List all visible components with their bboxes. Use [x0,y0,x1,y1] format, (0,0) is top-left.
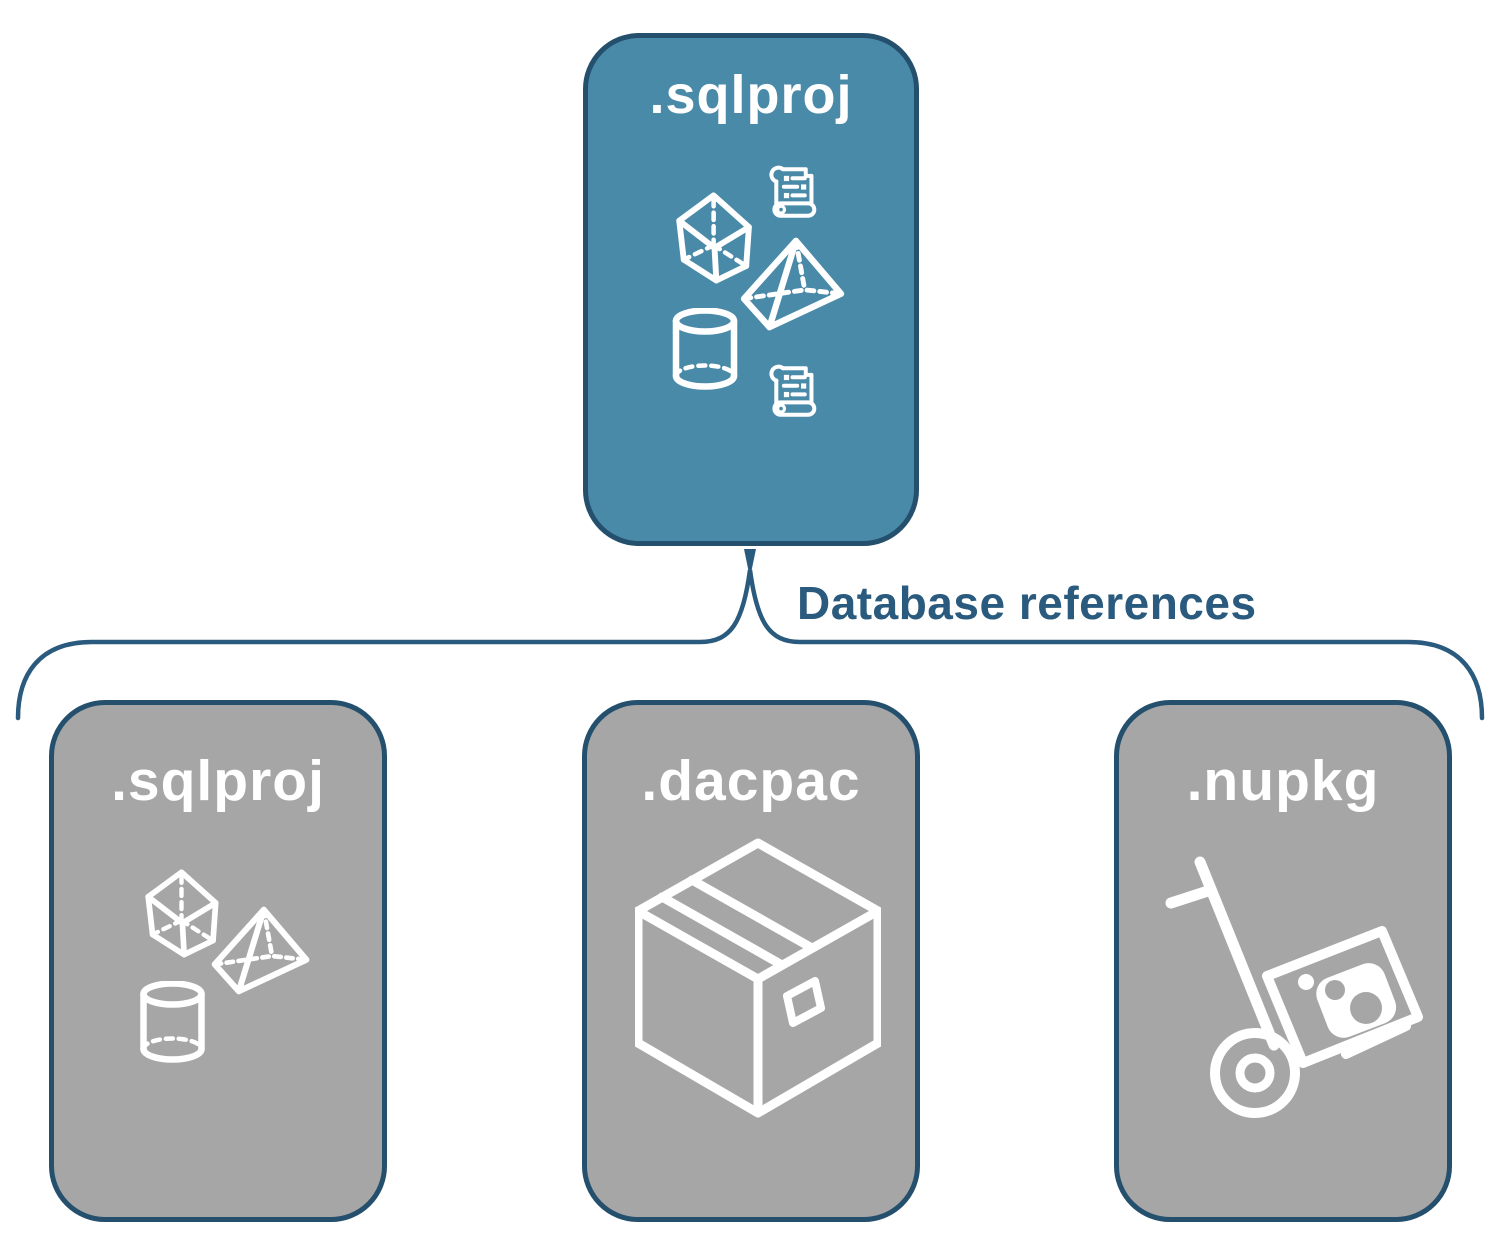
handtruck-wheel [1210,1028,1300,1118]
child-card-dacpac: .dacpac [582,700,920,1222]
cylinder-icon [144,984,202,1060]
cube-icon [148,872,215,954]
pyramid-icon [744,241,841,327]
pyramid-icon [215,910,307,991]
package-box-icon [635,838,881,1118]
brace-curve [15,569,1485,721]
child-card-title: .nupkg [1186,749,1380,813]
script-scroll-icon [771,367,814,415]
hand-truck-package-icon [1165,856,1423,1118]
root-card-sqlproj: .sqlproj [583,33,919,546]
connector-stub [744,549,756,578]
child-card-nupkg: .nupkg [1114,700,1452,1222]
child-card-sqlproj: .sqlproj [49,700,387,1222]
handtruck-crossbar [1165,884,1217,909]
connector-label: Database references [797,577,1257,629]
child-card-title: .dacpac [641,749,861,813]
tilted-package-outline [1262,926,1423,1068]
handtruck-hub [1235,1053,1275,1093]
root-card-title: .sqlproj [649,65,853,125]
sql-database-objects-icon [134,865,316,1067]
cube-icon [679,195,749,280]
cylinder-icon [676,311,734,387]
script-scroll-icon [771,168,814,216]
child-card-title: .sqlproj [111,749,325,813]
sql-database-objects-icon [660,160,850,422]
nuget-logo [1298,963,1397,1038]
